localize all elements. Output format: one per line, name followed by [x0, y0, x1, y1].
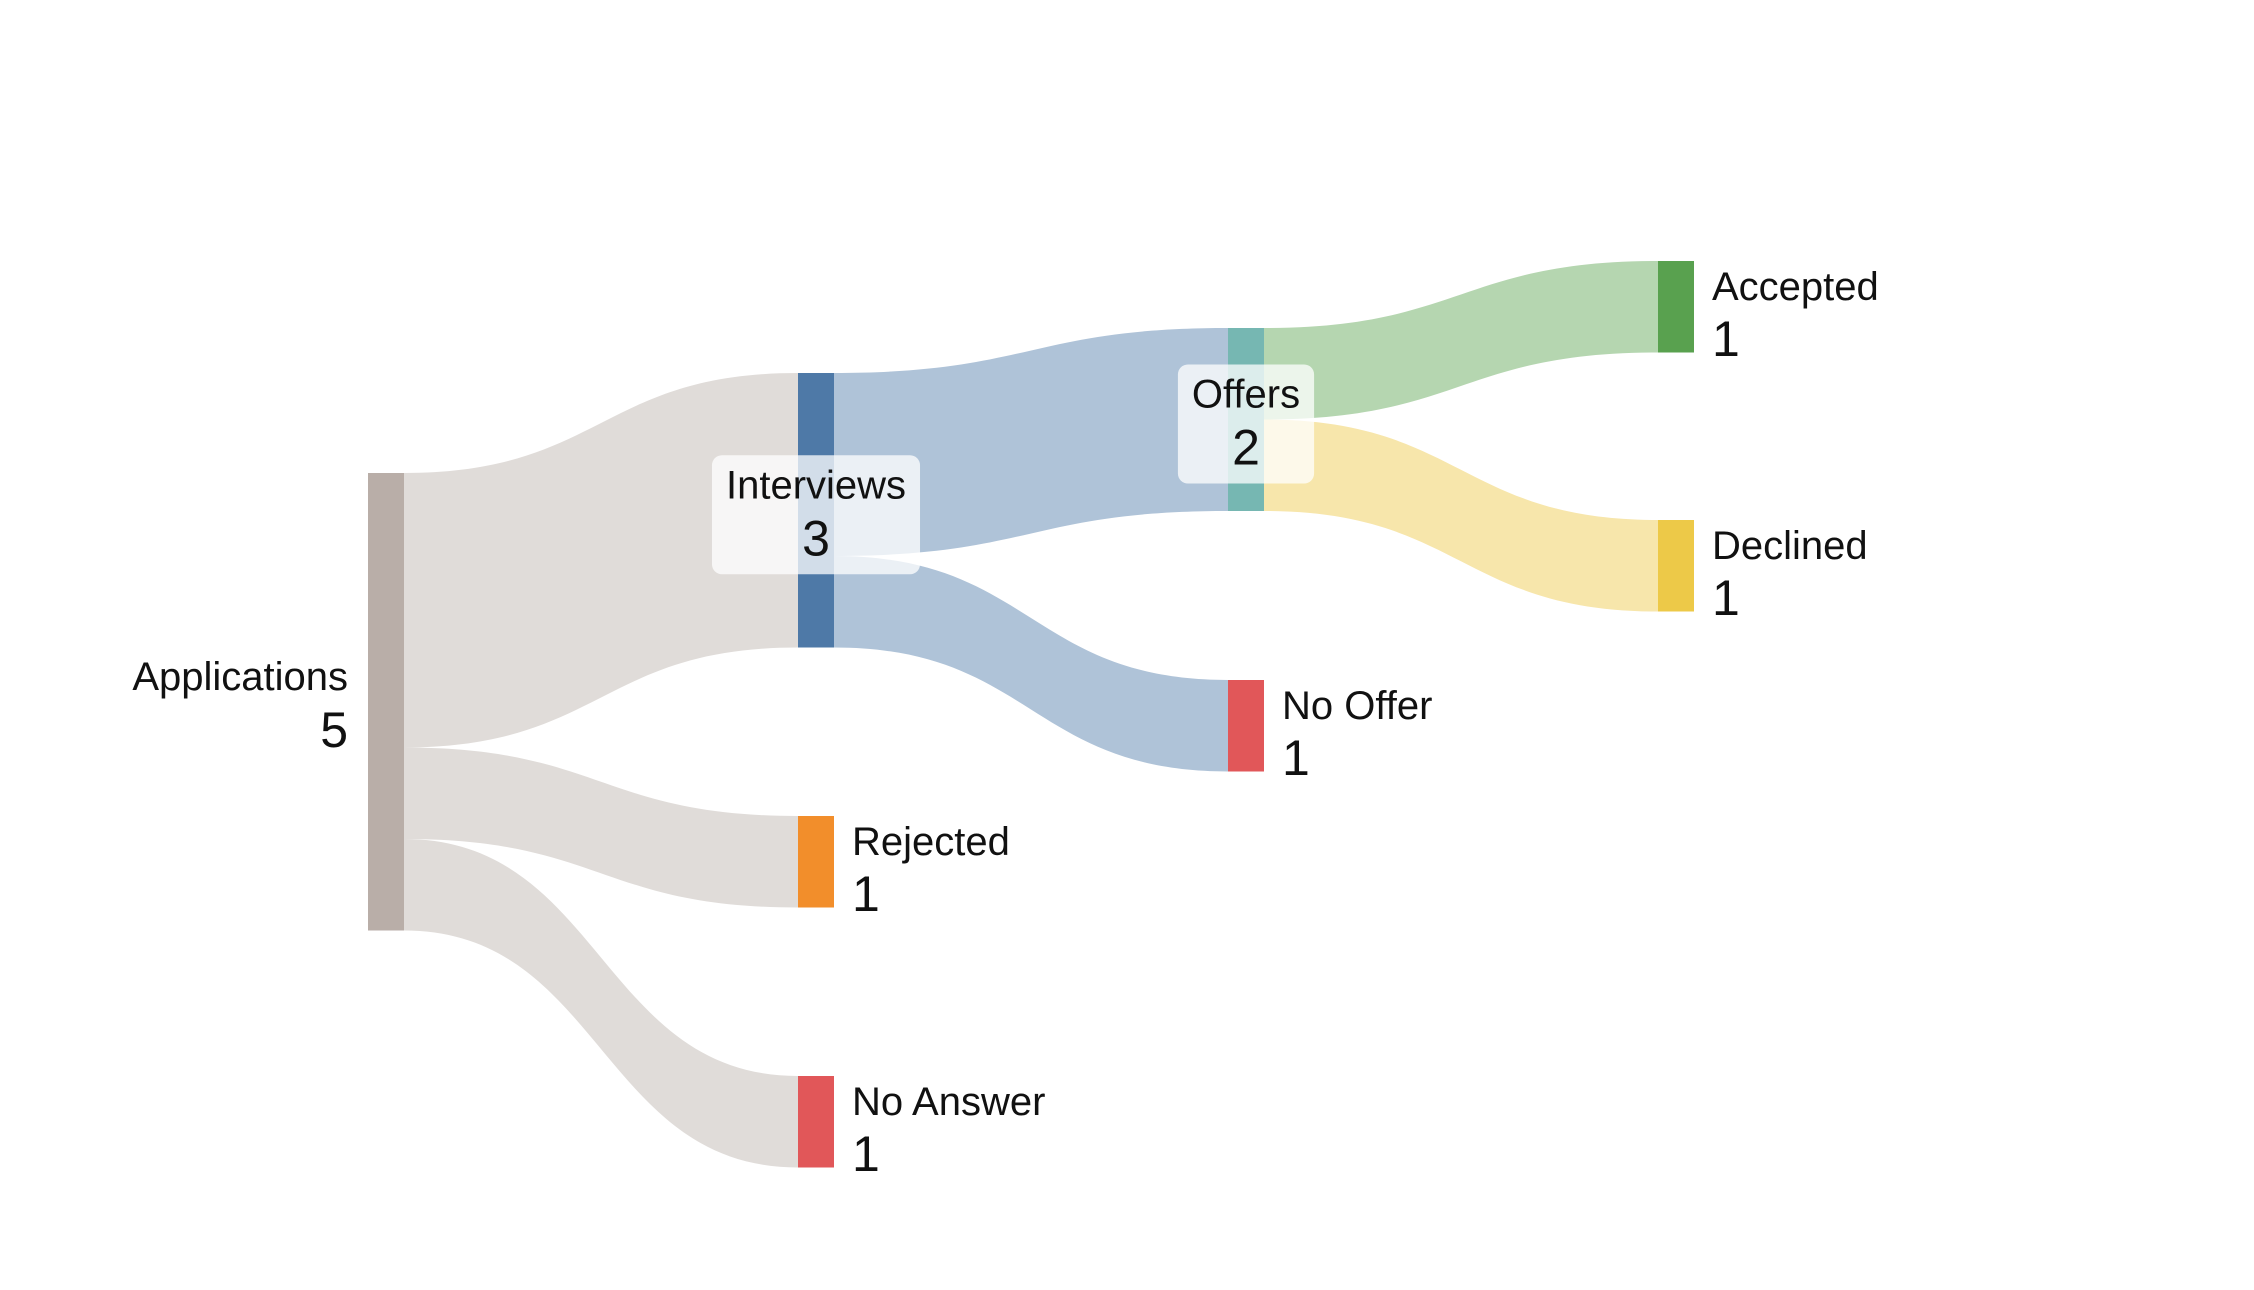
node-name-declined: Declined	[1712, 524, 1868, 568]
node-value-offers: 2	[1232, 420, 1260, 476]
node-declined	[1658, 520, 1694, 612]
node-accepted	[1658, 261, 1694, 353]
node-name-interviews: Interviews	[726, 463, 906, 507]
node-name-applications: Applications	[132, 655, 348, 699]
link-interviews-to-offers	[834, 328, 1228, 556]
node-label-box-offers	[1177, 364, 1315, 484]
node-name-offers: Offers	[1192, 373, 1300, 417]
node-name-no_answer: No Answer	[852, 1080, 1045, 1124]
node-rejected	[798, 816, 834, 908]
node-name-rejected: Rejected	[852, 820, 1010, 864]
link-applications-to-rejected	[404, 747, 798, 908]
node-value-applications: 5	[320, 702, 348, 758]
node-value-interviews: 3	[802, 510, 830, 566]
link-applications-to-no_answer	[404, 839, 798, 1168]
node-value-no_answer: 1	[852, 1126, 880, 1182]
node-applications	[368, 473, 404, 931]
link-applications-to-interviews	[404, 373, 798, 748]
node-name-accepted: Accepted	[1712, 265, 1879, 309]
node-label-box-interviews	[711, 455, 921, 575]
node-value-accepted: 1	[1712, 311, 1740, 367]
node-no_offer	[1228, 680, 1264, 772]
node-no_answer	[798, 1076, 834, 1168]
link-interviews-to-no_offer	[834, 556, 1228, 772]
node-value-declined: 1	[1712, 570, 1740, 626]
link-offers-to-declined	[1264, 419, 1658, 612]
link-offers-to-accepted	[1264, 261, 1658, 420]
node-value-no_offer: 1	[1282, 730, 1310, 786]
node-value-rejected: 1	[852, 866, 880, 922]
node-name-no_offer: No Offer	[1282, 684, 1432, 728]
nodes-layer	[368, 261, 1694, 1168]
links-layer	[404, 261, 1658, 1168]
